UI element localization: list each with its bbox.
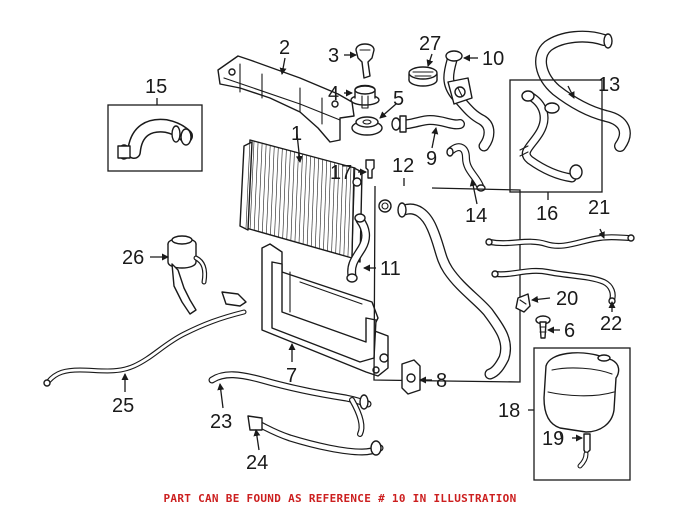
callout-14: 14 [465,205,487,227]
radiator-fin [257,143,263,232]
part-8-bracket [401,359,421,395]
radiator-fin [319,159,323,249]
callout-3: 3 [328,45,339,67]
radiator-fin [266,145,271,234]
callout-2: 2 [279,37,290,59]
radiator-fin [306,156,311,246]
callout-21: 21 [588,197,610,219]
part-18-box [533,347,631,481]
radiator-fin [249,141,255,230]
callout-18: 18 [498,400,520,422]
radiator-fin [302,155,307,245]
part-1-radiator [239,139,363,263]
callout-15: 15 [145,76,167,98]
part-13-hose [535,30,631,152]
radiator-fin [327,161,332,252]
radiator-fin [339,164,344,255]
radiator-fin [270,146,275,235]
callout-1: 1 [291,123,302,145]
callout-27: 27 [419,33,441,55]
part-23-hose [208,371,372,437]
part-16-box [509,79,603,193]
part-5-mount [351,116,383,136]
part-20-sensor [515,293,531,313]
leader-lines [121,51,616,451]
part-6-bolt [535,315,551,339]
part-4-bushing [350,84,380,109]
part-15-box [107,104,203,172]
part-24-hose [247,415,384,456]
callout-16: 16 [536,203,558,225]
callout-26: 26 [122,247,144,269]
part-2-upper-support [217,55,355,143]
part-19-sensor [577,433,591,469]
part-9-hose [391,115,465,133]
callout-22: 22 [600,313,622,335]
radiator-fin [286,150,291,240]
callout-9: 9 [426,148,437,170]
radiator-fin [282,149,287,239]
callout-7: 7 [286,365,297,387]
radiator-fin [294,152,299,242]
part-21-pipe [485,234,635,249]
callout-17: 17 [330,162,352,184]
part-16-hose [519,90,583,183]
radiator-fin [331,162,336,253]
callout-10: 10 [482,48,504,70]
radiator-fin [335,163,340,254]
radiator-fin [323,160,328,250]
callout-6: 6 [564,320,575,342]
callout-numbers: 1 2 3 4 5 6 7 8 9 10 11 12 13 14 15 16 1… [112,33,622,474]
part-7-shroud [261,243,389,377]
radiator-fin [343,165,348,256]
callout-23: 23 [210,411,232,433]
footer-note: PART CAN BE FOUND AS REFERENCE # 10 IN I… [163,492,517,505]
callout-5: 5 [393,88,404,110]
radiator-fin [274,147,279,237]
radiator-fin [262,144,267,233]
part-12-lower-hose [373,186,521,383]
radiator-fin [278,148,283,238]
callout-13: 13 [598,74,620,96]
callout-24: 24 [246,452,268,474]
callout-25: 25 [112,395,134,417]
part-25-hose [43,291,247,387]
radiator-fin [253,142,259,231]
part-26-pump [167,235,208,315]
part-17-bleeder [365,159,375,179]
radiator-fin [315,158,319,248]
radiator-fin [298,153,303,244]
part-22-pipe [491,267,616,305]
part-10-water-outlet [443,50,495,152]
radiator-fin [310,157,315,247]
callout-8: 8 [436,370,447,392]
part-15-elbow-hose [117,118,193,160]
part-3-clip [355,43,375,79]
callout-12: 12 [392,155,414,177]
part-27-cap [408,66,438,87]
radiator-fin [245,139,251,229]
callout-20: 20 [556,288,578,310]
part-11-hose [346,213,371,283]
radiator-fin [347,166,352,257]
part-14-hose [446,143,486,192]
radiator-fin [290,151,295,241]
callout-19: 19 [542,428,564,450]
callout-4: 4 [328,83,339,105]
callout-11: 11 [380,258,401,280]
part-18-reservoir [543,352,620,441]
